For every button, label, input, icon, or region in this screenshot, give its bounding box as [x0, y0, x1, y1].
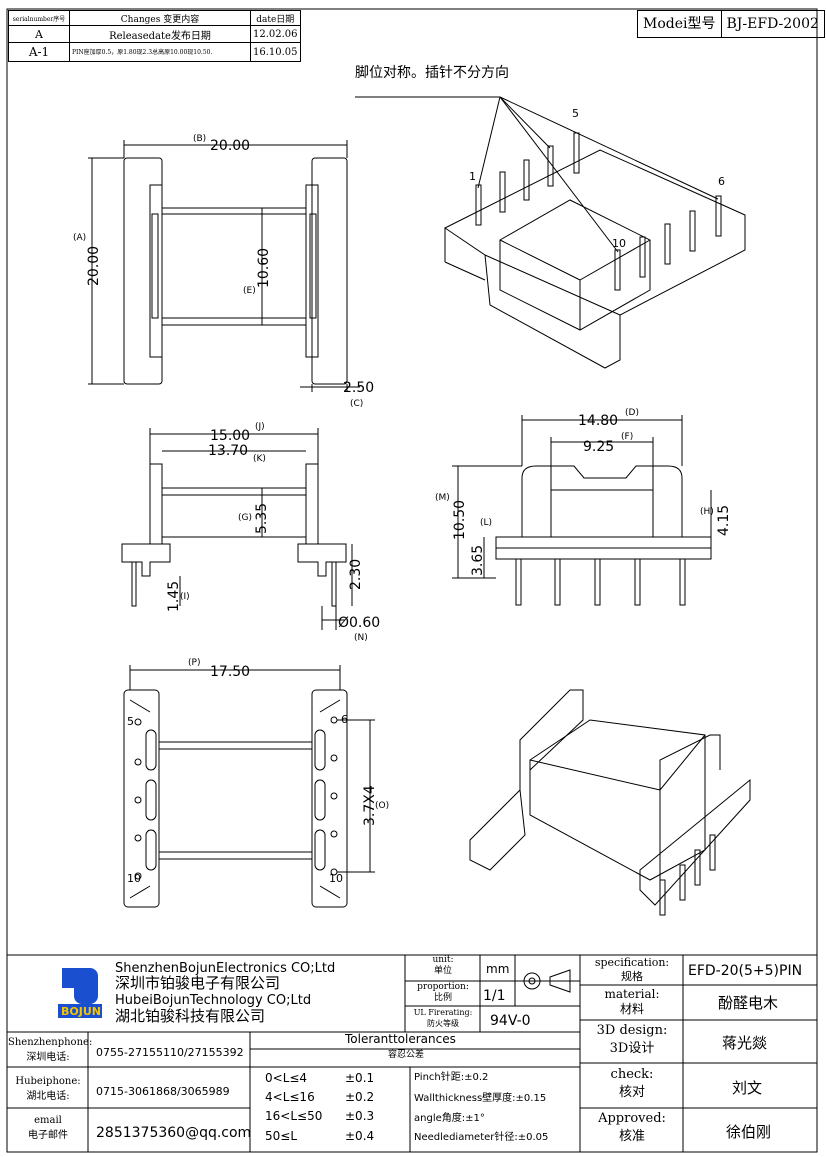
tolerance-range: 50≤L [265, 1129, 297, 1143]
top-view [88, 140, 360, 392]
needle-tolerance: Needlediameter针径:±0.05 [414, 1130, 548, 1143]
side-view [452, 415, 712, 606]
model-label: Modei型号 [643, 16, 716, 32]
company-logo: BOJUN [58, 968, 102, 1018]
spec-value: EFD-20(5+5)PIN [688, 963, 802, 979]
tolerance-value: ±0.2 [345, 1090, 374, 1104]
tolerance-title-cn: 容忍公差 [388, 1048, 424, 1060]
dim-j-value: 15.00 [210, 428, 250, 444]
iso-pin-label: 1 [469, 170, 476, 183]
dim-k-label: (K) [253, 454, 266, 464]
pin-label: 10 [329, 872, 343, 885]
tolerance-title: Toleranttolerances [344, 1032, 456, 1046]
dim-o-value: 3.7X4 [362, 785, 378, 826]
dim-h2-value: 2.30 [348, 559, 364, 590]
dim-g-value: 5.35 [254, 503, 270, 534]
dim-p-label: (P) [188, 658, 200, 668]
wall-tolerance: Wallthickness壁厚度:±0.15 [414, 1091, 546, 1104]
dim-n-label: (N) [354, 633, 368, 643]
dim-d-value: 14.80 [578, 413, 618, 429]
dim-i-value: 1.45 [166, 581, 182, 612]
check-value: 刘文 [732, 1079, 762, 1097]
dim-m-value: 10.50 [452, 500, 468, 540]
material-label: material: 材料 [604, 987, 660, 1016]
model-box: Modei型号 BJ-EFD-2002 [637, 10, 825, 38]
dim-f-value: 9.25 [583, 439, 614, 455]
pinch-tolerance: Pinch针距:±0.2 [414, 1070, 488, 1083]
dim-i-label: (I) [180, 592, 190, 602]
material-value: 酚醛电木 [718, 994, 778, 1012]
dim-l-label: (L) [480, 518, 492, 528]
dim-k-value: 13.70 [208, 443, 248, 459]
dim-c-value: 2.50 [343, 380, 374, 396]
dim-o-label: (O) [375, 801, 389, 811]
unit-value: mm [486, 962, 509, 976]
angle-tolerance: angle角度:±1° [414, 1111, 485, 1124]
dim-c-label: (C) [350, 399, 363, 409]
company-cn-1: 深圳市铂骏电子有限公司 [115, 974, 280, 992]
company-cn-2: 湖北铂骏科技有限公司 [115, 1007, 265, 1025]
ul-label: UL Firerating: 防火等级 [413, 1008, 473, 1028]
revision-table: serialnumber序号 Changes 变更内容 date日期 A Rel… [8, 10, 301, 62]
hubei-phone: 0715-3061868/3065989 [96, 1085, 230, 1098]
unit-label: unit: 单位 [432, 955, 454, 976]
dim-l-value: 3.65 [470, 545, 486, 576]
dim-f-label: (F) [621, 432, 633, 442]
company-en-1: ShenzhenBojunElectronics CO;Ltd [115, 961, 335, 976]
dim-g-label: (G) [238, 513, 252, 523]
iso-pin-label: 10 [612, 237, 626, 250]
tolerance-range: 4<L≤16 [265, 1090, 315, 1104]
pin-label: 6 [341, 713, 348, 726]
pin-note: 脚位对称。插针不分方向 [355, 65, 509, 81]
tolerance-range: 16<L≤50 [265, 1109, 322, 1123]
rev-date: 16.10.05 [250, 42, 301, 62]
iso-view-top [444, 96, 746, 369]
tolerance-value: ±0.3 [345, 1109, 374, 1123]
title-block [6, 954, 818, 1153]
dim-m-label: (M) [435, 493, 450, 503]
dim-e-label: (E) [243, 286, 256, 296]
shenzhen-phone-label: Shenzhenphone: 深圳电话: [8, 1037, 93, 1063]
design-label: 3D design: 3D设计 [596, 1023, 668, 1056]
ul-value: 94V-0 [490, 1013, 531, 1029]
model-value: BJ-EFD-2002 [720, 11, 824, 37]
company-en-2: HubeiBojunTechnology CO;Ltd [115, 993, 311, 1008]
dim-n-value: Ø0.60 [338, 615, 380, 631]
tolerance-value: ±0.4 [345, 1129, 374, 1143]
email-label: email 电子邮件 [28, 1115, 68, 1141]
dim-a-value: 20.00 [86, 246, 102, 286]
approved-label: Approved: 核准 [598, 1111, 666, 1144]
rev-serial: A-1 [8, 42, 70, 62]
dim-h-value: 4.15 [716, 505, 732, 536]
pin-label: 5 [127, 715, 134, 728]
dim-b-value: 20.00 [210, 138, 250, 154]
tolerance-range: 0<L≤4 [265, 1071, 307, 1085]
iso-view-bottom [469, 689, 751, 916]
front-view [121, 428, 353, 630]
dim-j-label: (J) [255, 422, 265, 432]
spec-label: specification: 规格 [594, 956, 670, 983]
iso-pin-label: 6 [718, 175, 725, 188]
tolerance-value: ±0.1 [345, 1071, 374, 1085]
dim-h-label: (H) [700, 507, 714, 517]
bottom-view [123, 665, 375, 908]
design-value: 蒋光燚 [722, 1034, 767, 1052]
rev-change: PIN座加厚0.5，原1.80现2.3总高原10.00现10.50. [69, 42, 251, 62]
email-value: 2851375360@qq.com [96, 1125, 251, 1141]
svg-text:BOJUN: BOJUN [61, 1005, 101, 1018]
hubei-phone-label: Hubeiphone: 湖北电话: [15, 1076, 81, 1102]
dim-b-label: (B) [193, 134, 206, 144]
dim-e-value: 10.60 [256, 248, 272, 288]
approved-value: 徐伯刚 [726, 1123, 771, 1141]
proportion-value: 1/1 [483, 988, 506, 1004]
check-label: check: 核对 [610, 1067, 654, 1100]
shenzhen-phone: 0755-27155110/27155392 [96, 1046, 244, 1059]
dim-a-label: (A) [73, 233, 86, 243]
dim-p-value: 17.50 [210, 664, 250, 680]
proportion-label: proportion: 比例 [417, 982, 469, 1003]
iso-pin-label: 5 [572, 107, 579, 120]
pin-label: 10 [127, 872, 141, 885]
dim-d-label: (D) [625, 408, 639, 418]
